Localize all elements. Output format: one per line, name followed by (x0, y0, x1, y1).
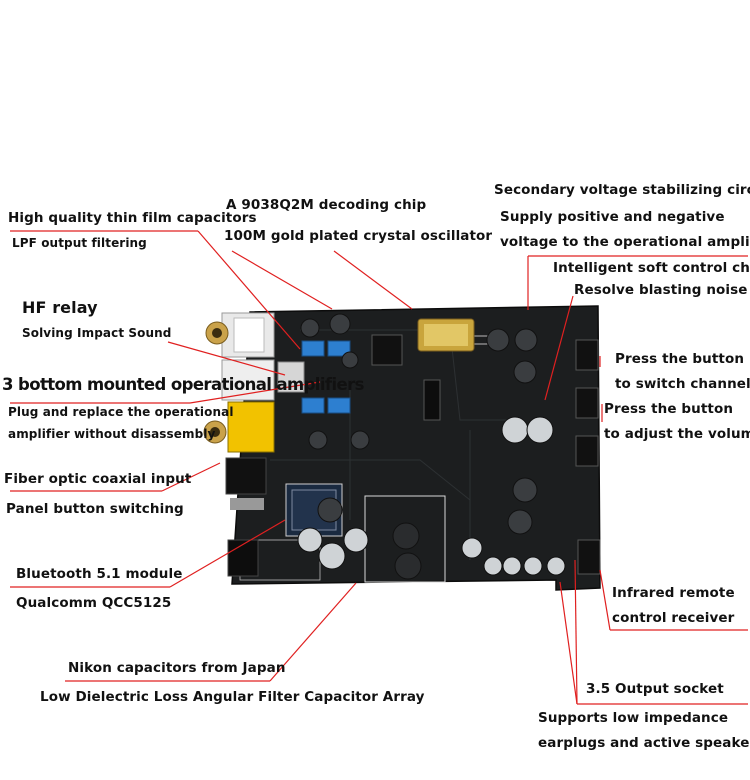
label-ir-2: control receiver (612, 610, 735, 626)
label-supply-1: Supply positive and negative (500, 209, 725, 225)
electrolytic-capacitors (297, 313, 566, 580)
blue-film-capacitors (301, 340, 351, 414)
label-impact: Solving Impact Sound (22, 326, 172, 340)
leader-lines (10, 230, 748, 705)
label-plug-replace-1: Plug and replace the operational (8, 405, 234, 419)
label-bluetooth: Bluetooth 5.1 module (16, 566, 183, 582)
label-supports-1: Supports low impedance (538, 710, 729, 726)
label-panel-button: Panel button switching (6, 501, 184, 517)
label-qualcomm: Qualcomm QCC5125 (16, 595, 172, 611)
label-opamps: 3 bottom mounted operational amplifiers (2, 375, 364, 394)
label-switch-2: to switch channels (615, 376, 750, 392)
label-dielectric: Low Dielectric Loss Angular Filter Capac… (40, 689, 425, 705)
label-hf-relay: HF relay (22, 298, 98, 317)
side-buttons (575, 339, 601, 575)
label-dac-chip: A 9038Q2M decoding chip (226, 197, 427, 213)
label-ir-1: Infrared remote (612, 585, 735, 601)
left-jacks (203, 312, 275, 577)
label-switch-1: Press the button (615, 351, 745, 367)
label-soft-chip: Intelligent soft control chip (553, 260, 750, 276)
crystal-oscillator-face (424, 324, 468, 346)
label-volume-2: to adjust the volume (604, 426, 750, 442)
label-supports-2: earplugs and active speakers (538, 735, 750, 751)
label-fiber: Fiber optic coaxial input (4, 471, 192, 487)
label-volume-1: Press the button (604, 401, 734, 417)
label-crystal: 100M gold plated crystal oscillator (224, 228, 493, 244)
label-secondary: Secondary voltage stabilizing circuit (494, 182, 750, 198)
label-lpf: LPF output filtering (12, 236, 147, 250)
label-film-caps: High quality thin film capacitors (8, 210, 257, 226)
pcb-board (231, 305, 601, 591)
label-nikon: Nikon capacitors from Japan (68, 660, 286, 676)
label-supply-2: voltage to the operational amplifier (500, 234, 750, 250)
label-plug-replace-2: amplifier without disassembly (8, 427, 216, 441)
dac-chip (371, 334, 403, 366)
label-blasting: Resolve blasting noise (574, 282, 748, 298)
opamp-socket (423, 379, 441, 421)
label-output: 3.5 Output socket (586, 681, 724, 697)
